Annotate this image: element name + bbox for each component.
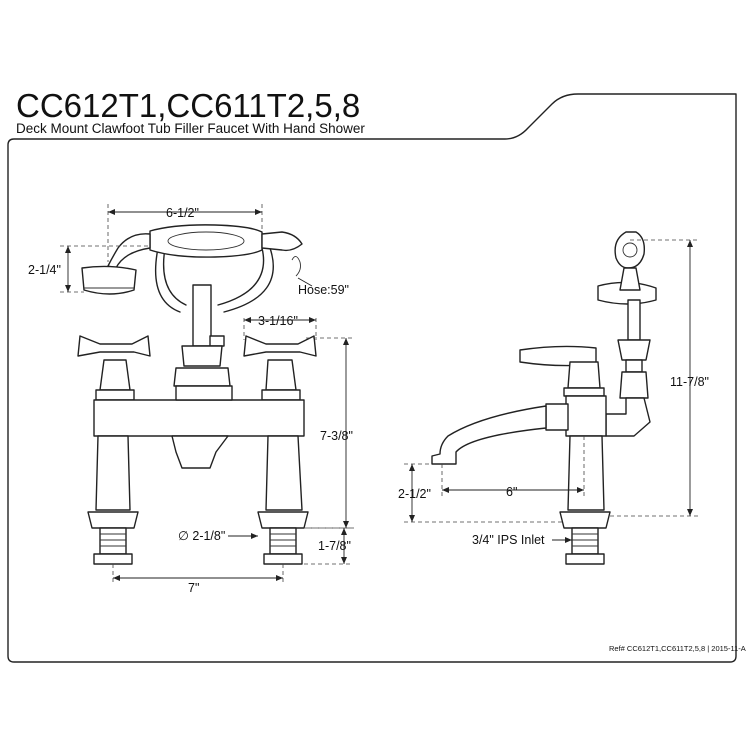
dim-handle: 3-1/16" [258, 314, 298, 328]
side-spout [431, 405, 547, 465]
drawing-frame [7, 93, 737, 663]
shower-spray-head [81, 265, 137, 295]
dim-hose: Hose:59" [298, 283, 349, 297]
dim-body-height: 7-3/8" [320, 429, 353, 443]
dim-shower-height: 2-1/4" [28, 263, 61, 277]
reference-footer: Ref# CC612T1,CC611T2,5,8 | 2015-11-A [609, 644, 746, 653]
dim-centers: 7" [188, 581, 199, 595]
front-view-dimensions: 6-1/2" 2-1/4" Hose:59" 3-1/16" 7-3/8" ∅ … [28, 204, 354, 595]
hand-shower-handset [149, 224, 263, 258]
front-spout [171, 435, 229, 469]
dim-total-height: 11-7/8" [670, 375, 709, 389]
dim-shank: 1-7/8" [318, 539, 351, 553]
side-view-dimensions: 11-7/8" 2-1/2" 6" 3/4" IPS Inlet [398, 239, 709, 547]
dim-shower-width: 6-1/2" [166, 206, 199, 220]
product-subtitle: Deck Mount Clawfoot Tub Filler Faucet Wi… [16, 121, 365, 136]
side-view-faucet [431, 231, 657, 565]
dim-spout-height: 2-1/2" [398, 487, 431, 501]
left-cross-handle [77, 335, 151, 357]
dim-diameter: ∅ 2-1/8" [178, 529, 225, 543]
right-cross-handle [243, 335, 317, 357]
front-view-faucet [77, 224, 317, 565]
dim-spout-reach: 6" [506, 485, 517, 499]
dim-inlet: 3/4" IPS Inlet [472, 533, 545, 547]
model-numbers: CC612T1,CC611T2,5,8 [16, 87, 360, 124]
bridge-body [93, 399, 305, 437]
